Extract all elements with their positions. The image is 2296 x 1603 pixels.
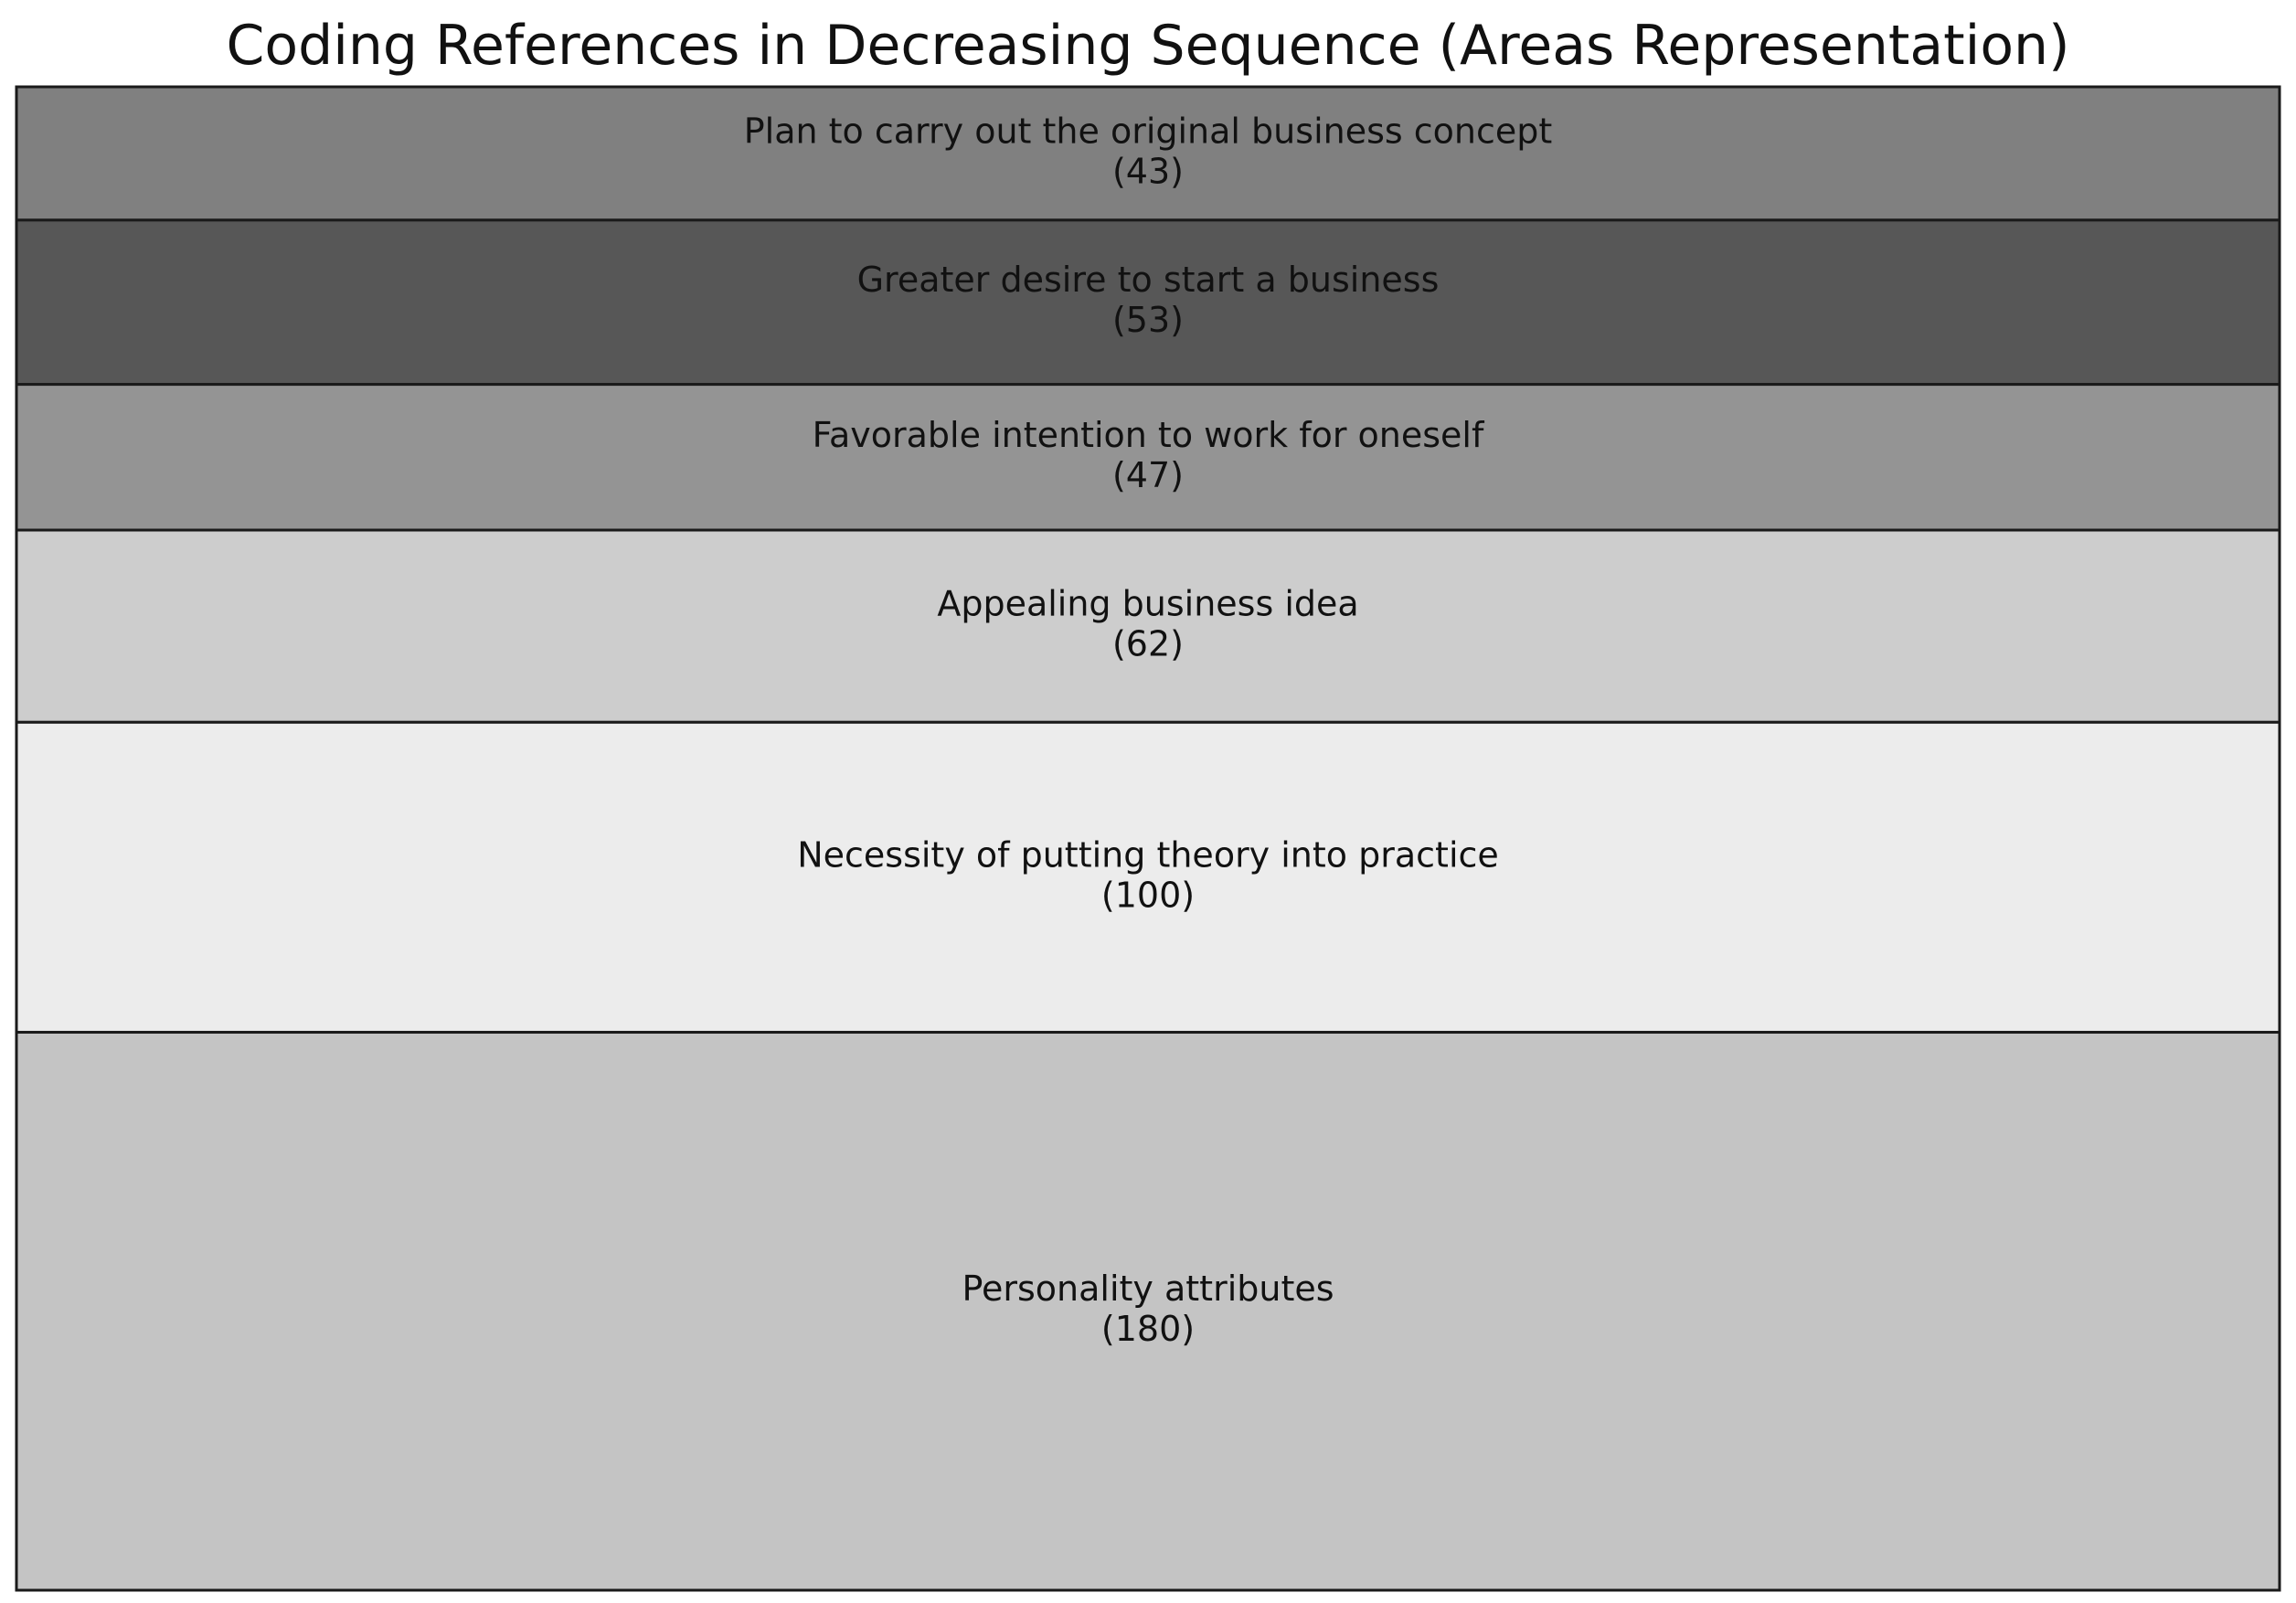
cell-value-4: (62) <box>1112 624 1184 664</box>
treemap-cell-3 <box>15 383 2281 532</box>
treemap-cells: Plan to carry out the original business … <box>15 85 2281 1592</box>
cell-value-6: (180) <box>1101 1309 1195 1349</box>
cell-label-6: Personality attributes <box>962 1269 1334 1309</box>
cell-label-4: Appealing business idea <box>937 584 1358 624</box>
treemap-cell-4 <box>15 528 2281 724</box>
cell-value-1: (43) <box>1112 151 1184 191</box>
chart-title: Coding References in Decreasing Sequence… <box>226 14 2070 78</box>
cell-value-5: (100) <box>1101 875 1195 915</box>
cell-label-2: Greater desire to start a business <box>857 260 1440 300</box>
cell-label-5: Necessity of putting theory into practic… <box>797 834 1499 875</box>
treemap-cell-1 <box>15 85 2281 222</box>
cell-value-2: (53) <box>1112 300 1184 340</box>
cell-label-3: Favorable intention to work for oneself <box>813 415 1485 455</box>
cell-label-1: Plan to carry out the original business … <box>744 111 1553 151</box>
cell-value-3: (47) <box>1112 455 1184 495</box>
treemap-cell-6 <box>15 1030 2281 1592</box>
treemap-cell-2 <box>15 218 2281 387</box>
